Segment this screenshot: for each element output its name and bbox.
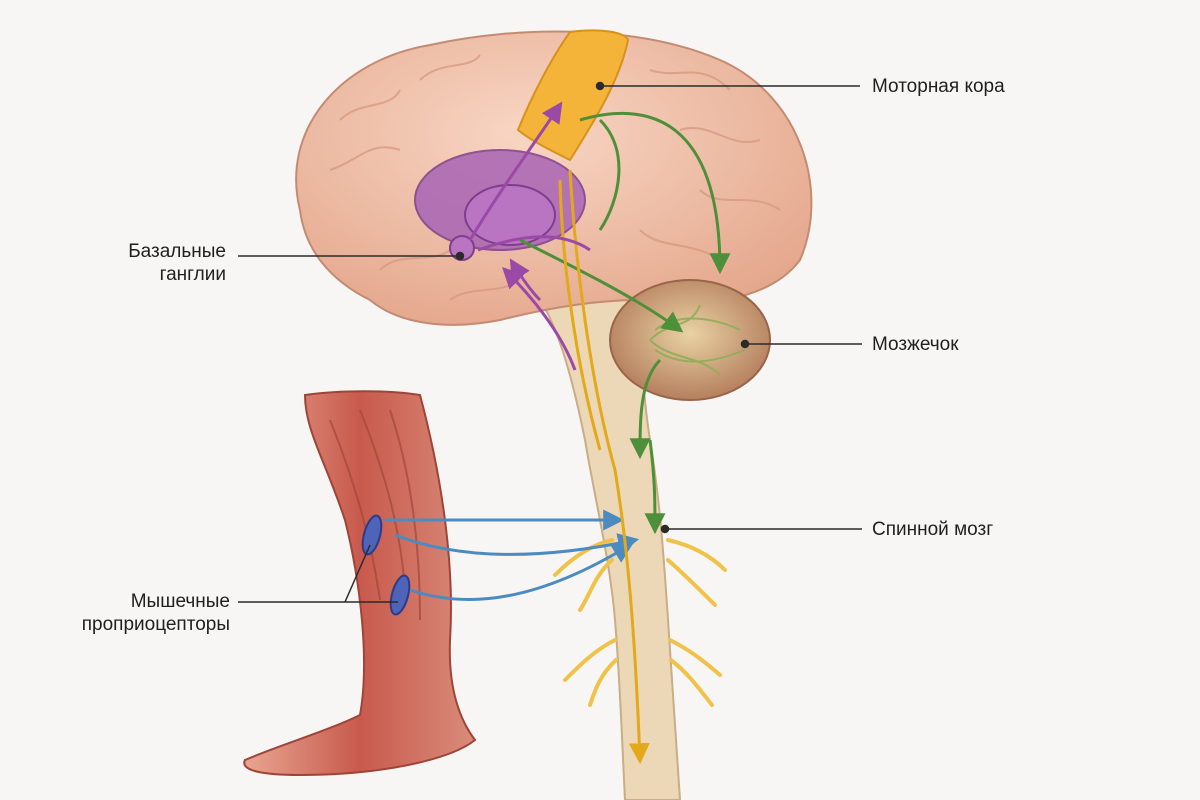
leg [243, 390, 477, 777]
sensory-pathway [385, 509, 640, 602]
label-proprioceptors-line-2: проприоцепторы [81, 614, 230, 635]
label-spinal-cord: Спинной мозг [872, 519, 994, 540]
label-basal-ganglia-line-1: Базальные [128, 241, 226, 262]
label-proprioceptors: Мышечные проприоцепторы [30, 590, 230, 636]
cerebellar-pathway [519, 112, 731, 535]
spinal-nerves [553, 538, 727, 707]
label-proprioceptors-line-1: Мышечные [130, 591, 230, 612]
label-basal-ganglia: Базальные ганглии [40, 240, 226, 286]
proprioceptors [361, 514, 411, 616]
basal-ganglia [414, 149, 586, 261]
basal-ganglia-pathway [468, 101, 591, 371]
motor-pathway [558, 169, 650, 765]
leader-lines [238, 81, 862, 603]
label-cerebellum: Мозжечок [872, 334, 959, 355]
label-basal-ganglia-line-2: ганглии [159, 264, 226, 285]
label-motor-cortex: Моторная кора [872, 76, 1005, 97]
